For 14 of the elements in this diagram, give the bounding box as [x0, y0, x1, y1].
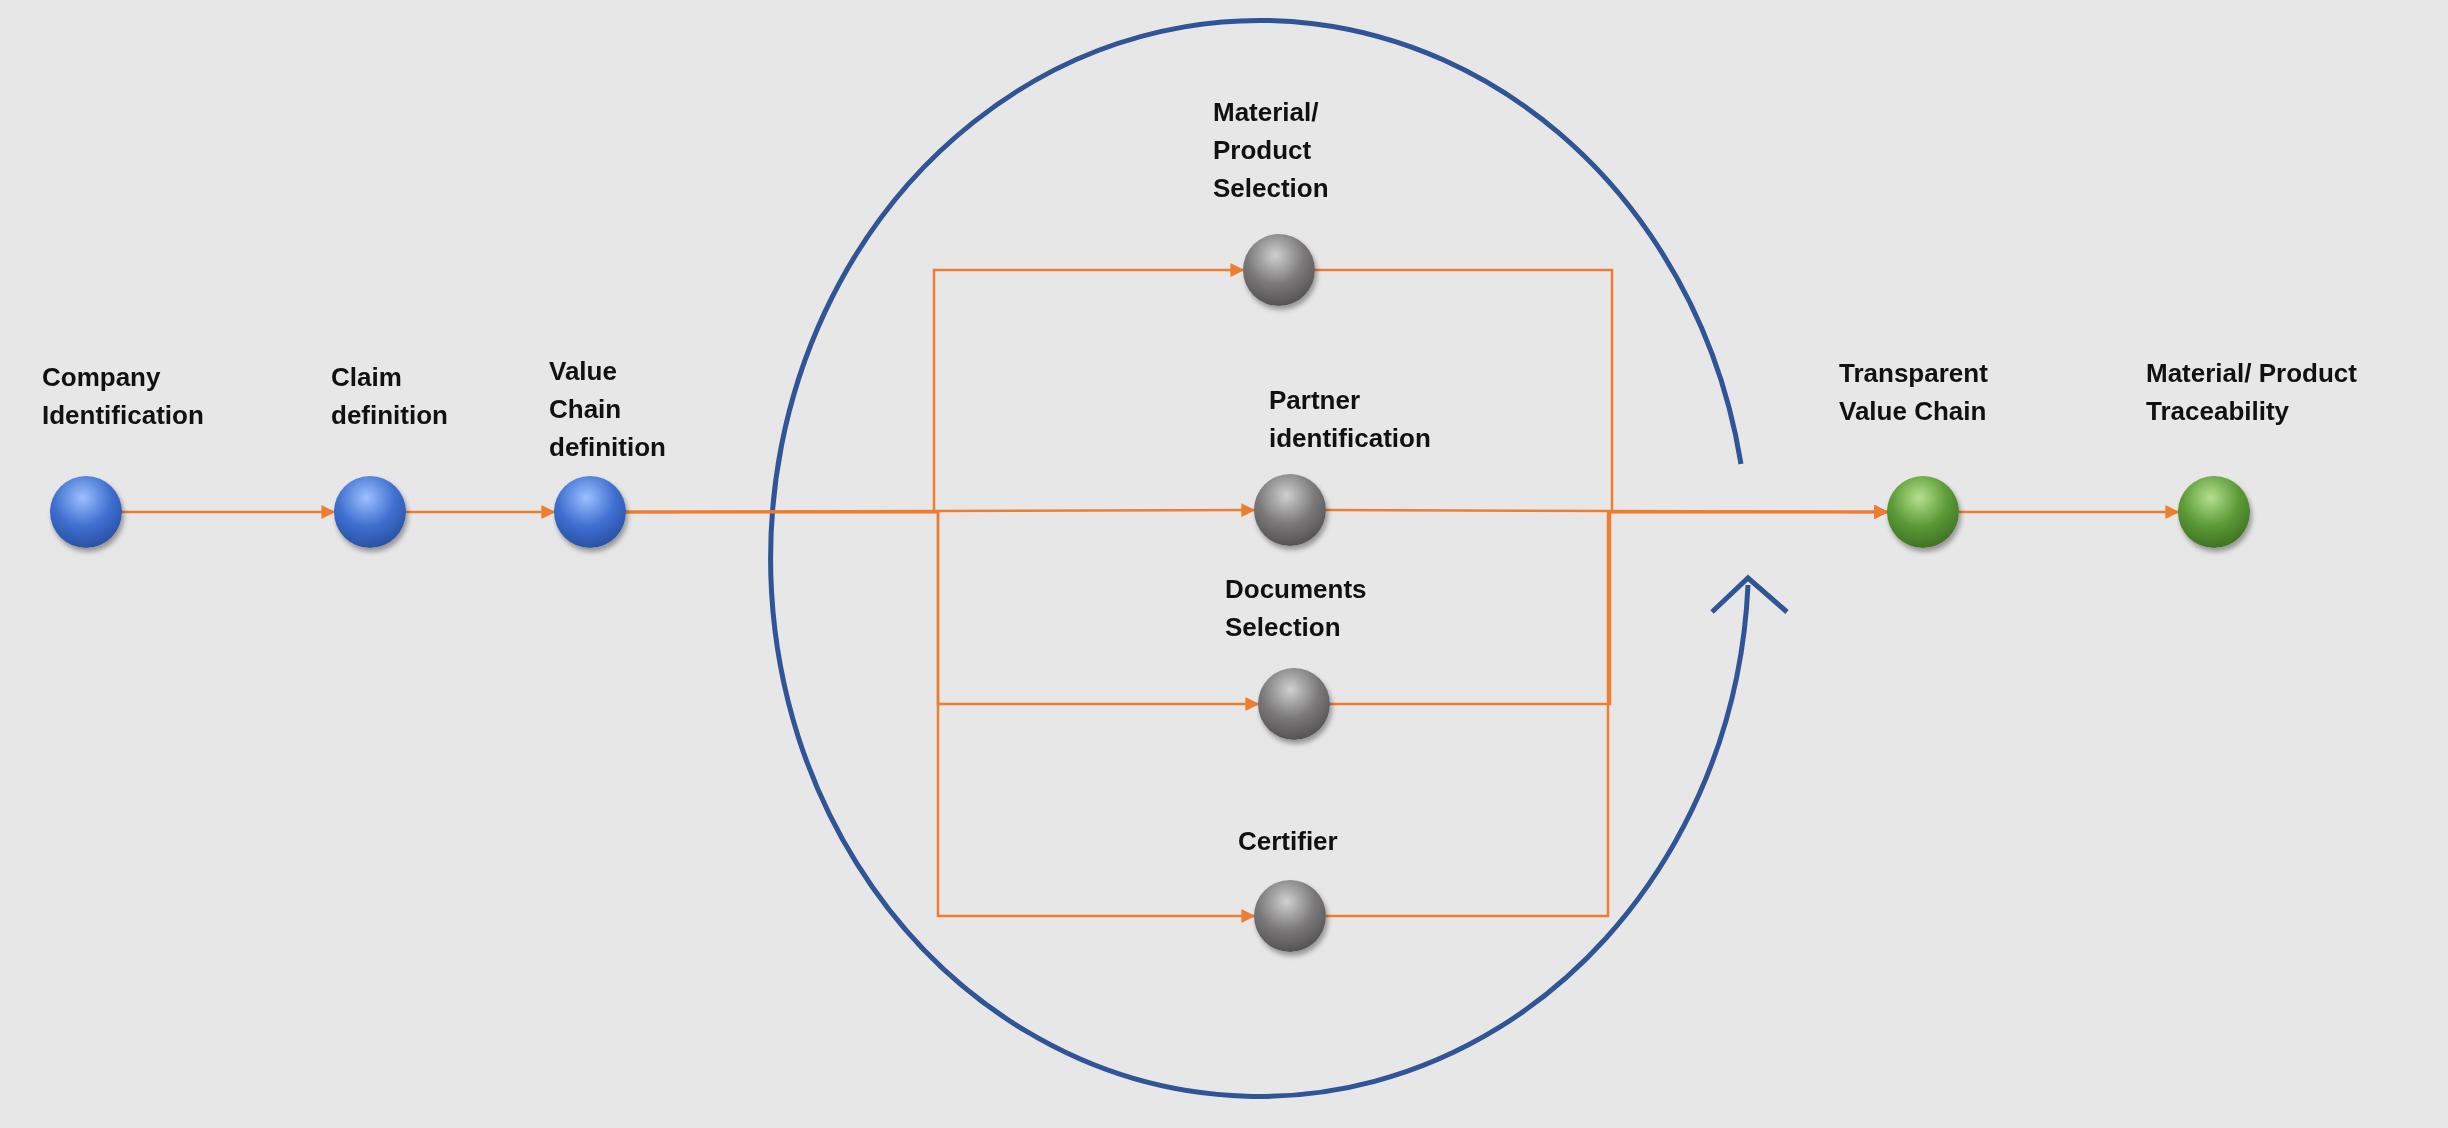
step-label: Transparent Value Chain: [1839, 357, 1989, 428]
step-label: Material/ Product Selection: [1213, 96, 1330, 205]
connector-arrow: [406, 505, 556, 519]
connector-arrow: [626, 510, 1256, 923]
step-label: Value Chain definition: [549, 355, 667, 464]
connector-arrow: [1959, 505, 2180, 519]
step-label: Claim definition: [331, 361, 449, 432]
step-label: Documents Selection: [1225, 573, 1368, 644]
connector-arrow: [1326, 505, 1889, 918]
connector-arrow: [122, 505, 336, 519]
step-label: Partner identification: [1269, 384, 1432, 455]
step-label: Certifier: [1238, 825, 1339, 858]
step-label: Material/ Product Traceability: [2146, 357, 2358, 428]
step-label: Company Identification: [42, 361, 205, 432]
